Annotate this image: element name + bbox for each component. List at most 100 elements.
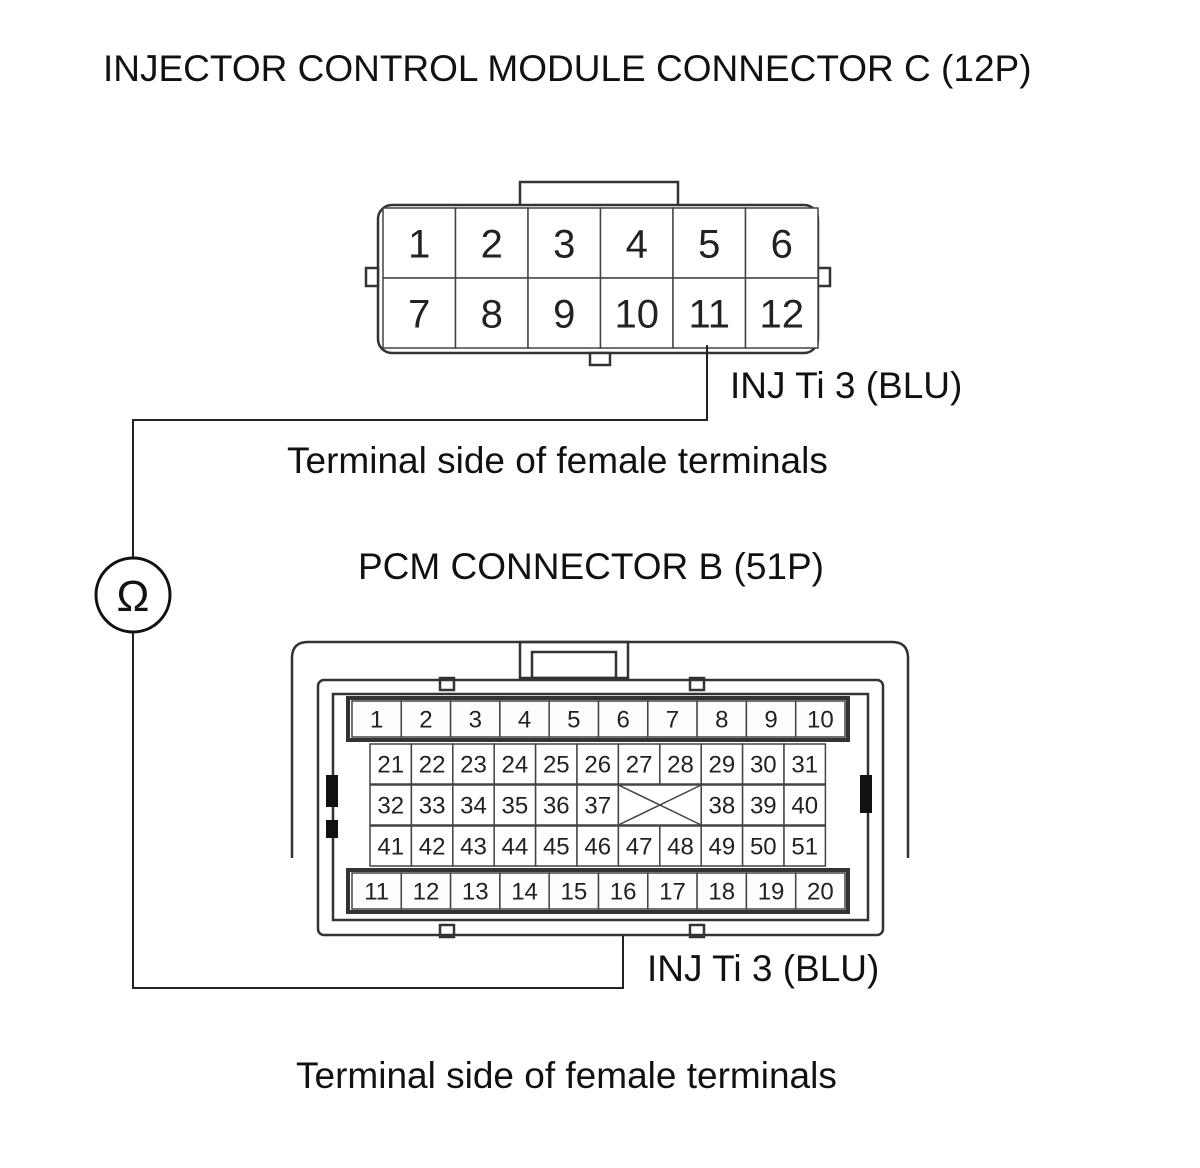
svg-text:15: 15 — [560, 879, 587, 906]
icm-pin-2: 2 — [454, 207, 529, 279]
icm-pin-10: 10 — [599, 277, 674, 349]
pcm-pin-25: 25 — [534, 743, 578, 785]
svg-text:6: 6 — [771, 222, 793, 266]
pcm-pin-47: 47 — [617, 825, 661, 867]
svg-text:42: 42 — [419, 834, 446, 861]
svg-text:49: 49 — [709, 834, 736, 861]
svg-text:35: 35 — [502, 793, 529, 820]
pcm-pin-51: 51 — [783, 825, 827, 867]
pcm-wire-label: INJ Ti 3 (BLU) — [647, 948, 880, 989]
pcm-pin-29: 29 — [700, 743, 744, 785]
pcm-pin-20: 20 — [794, 872, 846, 910]
icm-pin-11: 11 — [672, 277, 747, 349]
pcm-pin-37: 37 — [576, 784, 620, 826]
svg-text:1: 1 — [370, 707, 383, 734]
pcm-blank-cavity — [617, 784, 702, 826]
svg-text:22: 22 — [419, 752, 446, 779]
svg-text:40: 40 — [791, 793, 818, 820]
svg-text:2: 2 — [419, 707, 432, 734]
svg-text:34: 34 — [460, 793, 487, 820]
svg-text:37: 37 — [584, 793, 611, 820]
svg-text:19: 19 — [758, 879, 785, 906]
svg-text:51: 51 — [791, 834, 818, 861]
pcm-pin-49: 49 — [700, 825, 744, 867]
icm-terminal-caption: Terminal side of female terminals — [287, 440, 828, 481]
svg-text:4: 4 — [626, 222, 648, 266]
pcm-latch — [326, 775, 872, 838]
svg-text:3: 3 — [469, 707, 482, 734]
pcm-pin-2: 2 — [400, 700, 452, 738]
pcm-pin-11: 11 — [351, 872, 403, 910]
svg-text:7: 7 — [666, 707, 679, 734]
pcm-pin-10: 10 — [794, 700, 846, 738]
svg-text:5: 5 — [567, 707, 580, 734]
icm-pin-5: 5 — [672, 207, 747, 279]
pcm-pin-43: 43 — [452, 825, 495, 867]
pcm-pin-26: 26 — [576, 743, 620, 785]
svg-text:31: 31 — [791, 752, 818, 779]
svg-text:21: 21 — [377, 752, 404, 779]
svg-text:11: 11 — [688, 292, 730, 336]
pcm-pin-44: 44 — [493, 825, 537, 867]
icm-pin-6: 6 — [744, 207, 819, 279]
svg-text:39: 39 — [750, 793, 777, 820]
pcm-pin-45: 45 — [534, 825, 578, 867]
pcm-pin-13: 13 — [449, 872, 501, 910]
svg-text:14: 14 — [511, 879, 538, 906]
svg-text:11: 11 — [364, 879, 389, 906]
icm-pin-4: 4 — [599, 207, 674, 279]
icm-pin-1: 1 — [382, 207, 457, 279]
svg-text:47: 47 — [626, 834, 653, 861]
svg-text:12: 12 — [760, 292, 805, 336]
pcm-pin-35: 35 — [493, 784, 537, 826]
icm-pin-7: 7 — [382, 277, 457, 349]
icm-connector-title: INJECTOR CONTROL MODULE CONNECTOR C (12P… — [103, 48, 1032, 89]
pcm-pin-4: 4 — [499, 700, 550, 738]
pcm-pin-32: 32 — [369, 784, 413, 826]
pcm-pin-41: 41 — [369, 825, 413, 867]
pcm-connector-title: PCM CONNECTOR B (51P) — [358, 546, 824, 587]
pcm-pin-38: 38 — [700, 784, 744, 826]
svg-text:24: 24 — [502, 752, 529, 779]
pcm-pin-14: 14 — [499, 872, 550, 910]
ohmmeter-icon — [94, 556, 172, 634]
pcm-pin-5: 5 — [548, 700, 600, 738]
svg-text:9: 9 — [764, 707, 777, 734]
pcm-pin-6: 6 — [597, 700, 649, 738]
pcm-pin-9: 9 — [745, 700, 797, 738]
pcm-pin-23: 23 — [452, 743, 495, 785]
ohm-symbol: Ω — [117, 572, 150, 621]
pcm-pin-46: 46 — [576, 825, 620, 867]
svg-text:50: 50 — [750, 834, 777, 861]
svg-text:30: 30 — [750, 752, 777, 779]
icm-pin-12: 12 — [744, 277, 819, 349]
svg-text:20: 20 — [807, 879, 834, 906]
svg-text:9: 9 — [553, 292, 575, 336]
svg-text:32: 32 — [377, 793, 404, 820]
svg-text:1: 1 — [408, 222, 430, 266]
pcm-pin-3: 3 — [449, 700, 501, 738]
pcm-pin-39: 39 — [741, 784, 785, 826]
pcm-pin-17: 17 — [647, 872, 698, 910]
svg-text:48: 48 — [667, 834, 694, 861]
icm-wire-label: INJ Ti 3 (BLU) — [730, 365, 963, 406]
pcm-pin-36: 36 — [534, 784, 578, 826]
svg-text:38: 38 — [709, 793, 736, 820]
pcm-pin-18: 18 — [696, 872, 748, 910]
svg-text:45: 45 — [543, 834, 570, 861]
svg-text:3: 3 — [553, 222, 575, 266]
svg-text:23: 23 — [460, 752, 487, 779]
pcm-pin-8: 8 — [696, 700, 748, 738]
pcm-pin-34: 34 — [452, 784, 495, 826]
pcm-pin-24: 24 — [493, 743, 537, 785]
pcm-pin-33: 33 — [410, 784, 454, 826]
svg-text:17: 17 — [659, 879, 686, 906]
svg-text:10: 10 — [807, 707, 834, 734]
svg-text:33: 33 — [419, 793, 446, 820]
svg-text:26: 26 — [584, 752, 611, 779]
svg-text:12: 12 — [413, 879, 440, 906]
pcm-pin-50: 50 — [741, 825, 785, 867]
pcm-pin-12: 12 — [400, 872, 452, 910]
test-wire — [132, 345, 708, 989]
